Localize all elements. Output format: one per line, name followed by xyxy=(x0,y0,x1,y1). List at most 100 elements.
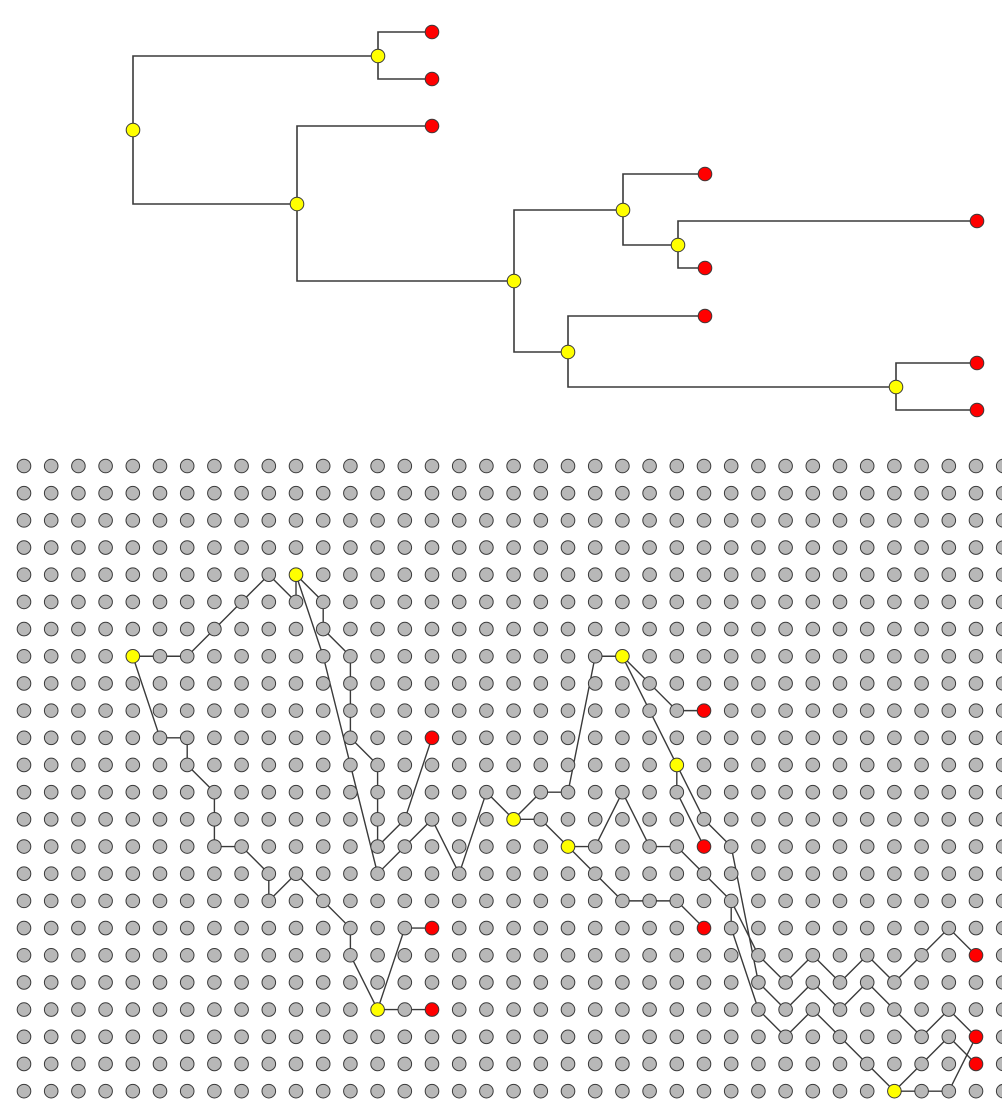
grid-node xyxy=(288,947,304,963)
grid-node xyxy=(315,812,331,827)
grid-node xyxy=(234,947,249,963)
grid-node xyxy=(152,703,168,718)
grid-node xyxy=(16,1002,32,1017)
grid-node xyxy=(995,1002,1002,1017)
grid-node xyxy=(805,703,821,718)
grid-node xyxy=(832,1083,848,1099)
grid-leaf-node xyxy=(968,1029,984,1045)
tree-edge xyxy=(296,204,514,282)
grid-node xyxy=(207,1083,222,1099)
grid-node xyxy=(179,458,195,474)
grid-node xyxy=(370,513,385,528)
grid-node xyxy=(424,1083,440,1099)
grid-node xyxy=(479,866,494,882)
grid-node xyxy=(587,621,603,637)
grid-node xyxy=(98,458,113,474)
grid-node xyxy=(859,730,875,746)
grid-node xyxy=(832,1056,848,1072)
grid-node xyxy=(343,567,358,583)
grid-node xyxy=(315,784,331,800)
grid-node xyxy=(234,703,249,718)
grid-node xyxy=(887,893,902,909)
grid-node xyxy=(71,1029,86,1045)
grid-node xyxy=(479,513,494,528)
grid-node xyxy=(859,1083,875,1099)
grid-node xyxy=(615,812,630,827)
grid-node xyxy=(424,567,440,583)
grid-node xyxy=(587,1083,603,1099)
grid-internal-node xyxy=(615,648,630,664)
grid-node xyxy=(669,839,685,854)
grid-node xyxy=(16,947,32,963)
grid-node xyxy=(479,648,494,664)
grid-node xyxy=(125,540,141,555)
tree-edge xyxy=(895,362,977,387)
grid-node xyxy=(968,485,984,501)
grid-node xyxy=(723,540,739,555)
grid-node xyxy=(723,676,739,691)
tree-edges xyxy=(132,31,977,411)
grid-node xyxy=(533,757,549,773)
tree-edge xyxy=(377,56,432,80)
grid-node xyxy=(995,784,1002,800)
grid-node xyxy=(179,1056,195,1072)
grid-node xyxy=(832,540,848,555)
grid-node xyxy=(778,975,793,990)
grid-node xyxy=(261,703,277,718)
grid-node xyxy=(343,703,358,718)
grid-node xyxy=(941,893,957,909)
grid-node xyxy=(397,1002,413,1017)
grid-node xyxy=(723,730,739,746)
grid-node xyxy=(288,1083,304,1099)
grid-node xyxy=(533,947,549,963)
grid-node xyxy=(914,920,929,936)
grid-node xyxy=(370,648,385,664)
grid-node xyxy=(751,1029,766,1045)
grid-node xyxy=(669,784,685,800)
grid-node xyxy=(533,975,549,990)
grid-node xyxy=(533,594,549,610)
tree-internal-node xyxy=(506,273,522,289)
grid-internal-node xyxy=(669,757,685,773)
grid-node xyxy=(615,676,630,691)
grid-node xyxy=(968,621,984,637)
grid-node xyxy=(642,947,657,963)
grid-node xyxy=(587,1056,603,1072)
grid-node xyxy=(642,757,657,773)
grid-node xyxy=(615,567,630,583)
grid-node xyxy=(179,1002,195,1017)
grid-node xyxy=(234,594,249,610)
grid-node xyxy=(887,485,902,501)
grid-node xyxy=(234,975,249,990)
grid-node xyxy=(152,784,168,800)
grid-node xyxy=(859,893,875,909)
grid-node xyxy=(152,866,168,882)
grid-node xyxy=(778,1029,793,1045)
grid-node xyxy=(125,676,141,691)
grid-node xyxy=(261,784,277,800)
grid-node xyxy=(71,784,86,800)
grid-node xyxy=(343,866,358,882)
grid-node xyxy=(533,676,549,691)
grid-node xyxy=(451,866,467,882)
grid-node xyxy=(995,485,1002,501)
grid-node xyxy=(832,703,848,718)
grid-node xyxy=(805,1029,821,1045)
grid-node xyxy=(642,730,657,746)
grid-node xyxy=(506,621,521,637)
grid-node xyxy=(723,947,739,963)
grid-node xyxy=(261,812,277,827)
grid-node xyxy=(778,839,793,854)
grid-node xyxy=(343,947,358,963)
grid-node xyxy=(995,594,1002,610)
grid-node xyxy=(587,648,603,664)
grid-node xyxy=(234,567,249,583)
grid-node xyxy=(615,540,630,555)
grid-node xyxy=(43,676,59,691)
grid-node xyxy=(125,1029,141,1045)
grid-node xyxy=(343,1002,358,1017)
grid-node xyxy=(179,757,195,773)
grid-node xyxy=(424,866,440,882)
grid-node xyxy=(859,866,875,882)
grid-node xyxy=(315,866,331,882)
